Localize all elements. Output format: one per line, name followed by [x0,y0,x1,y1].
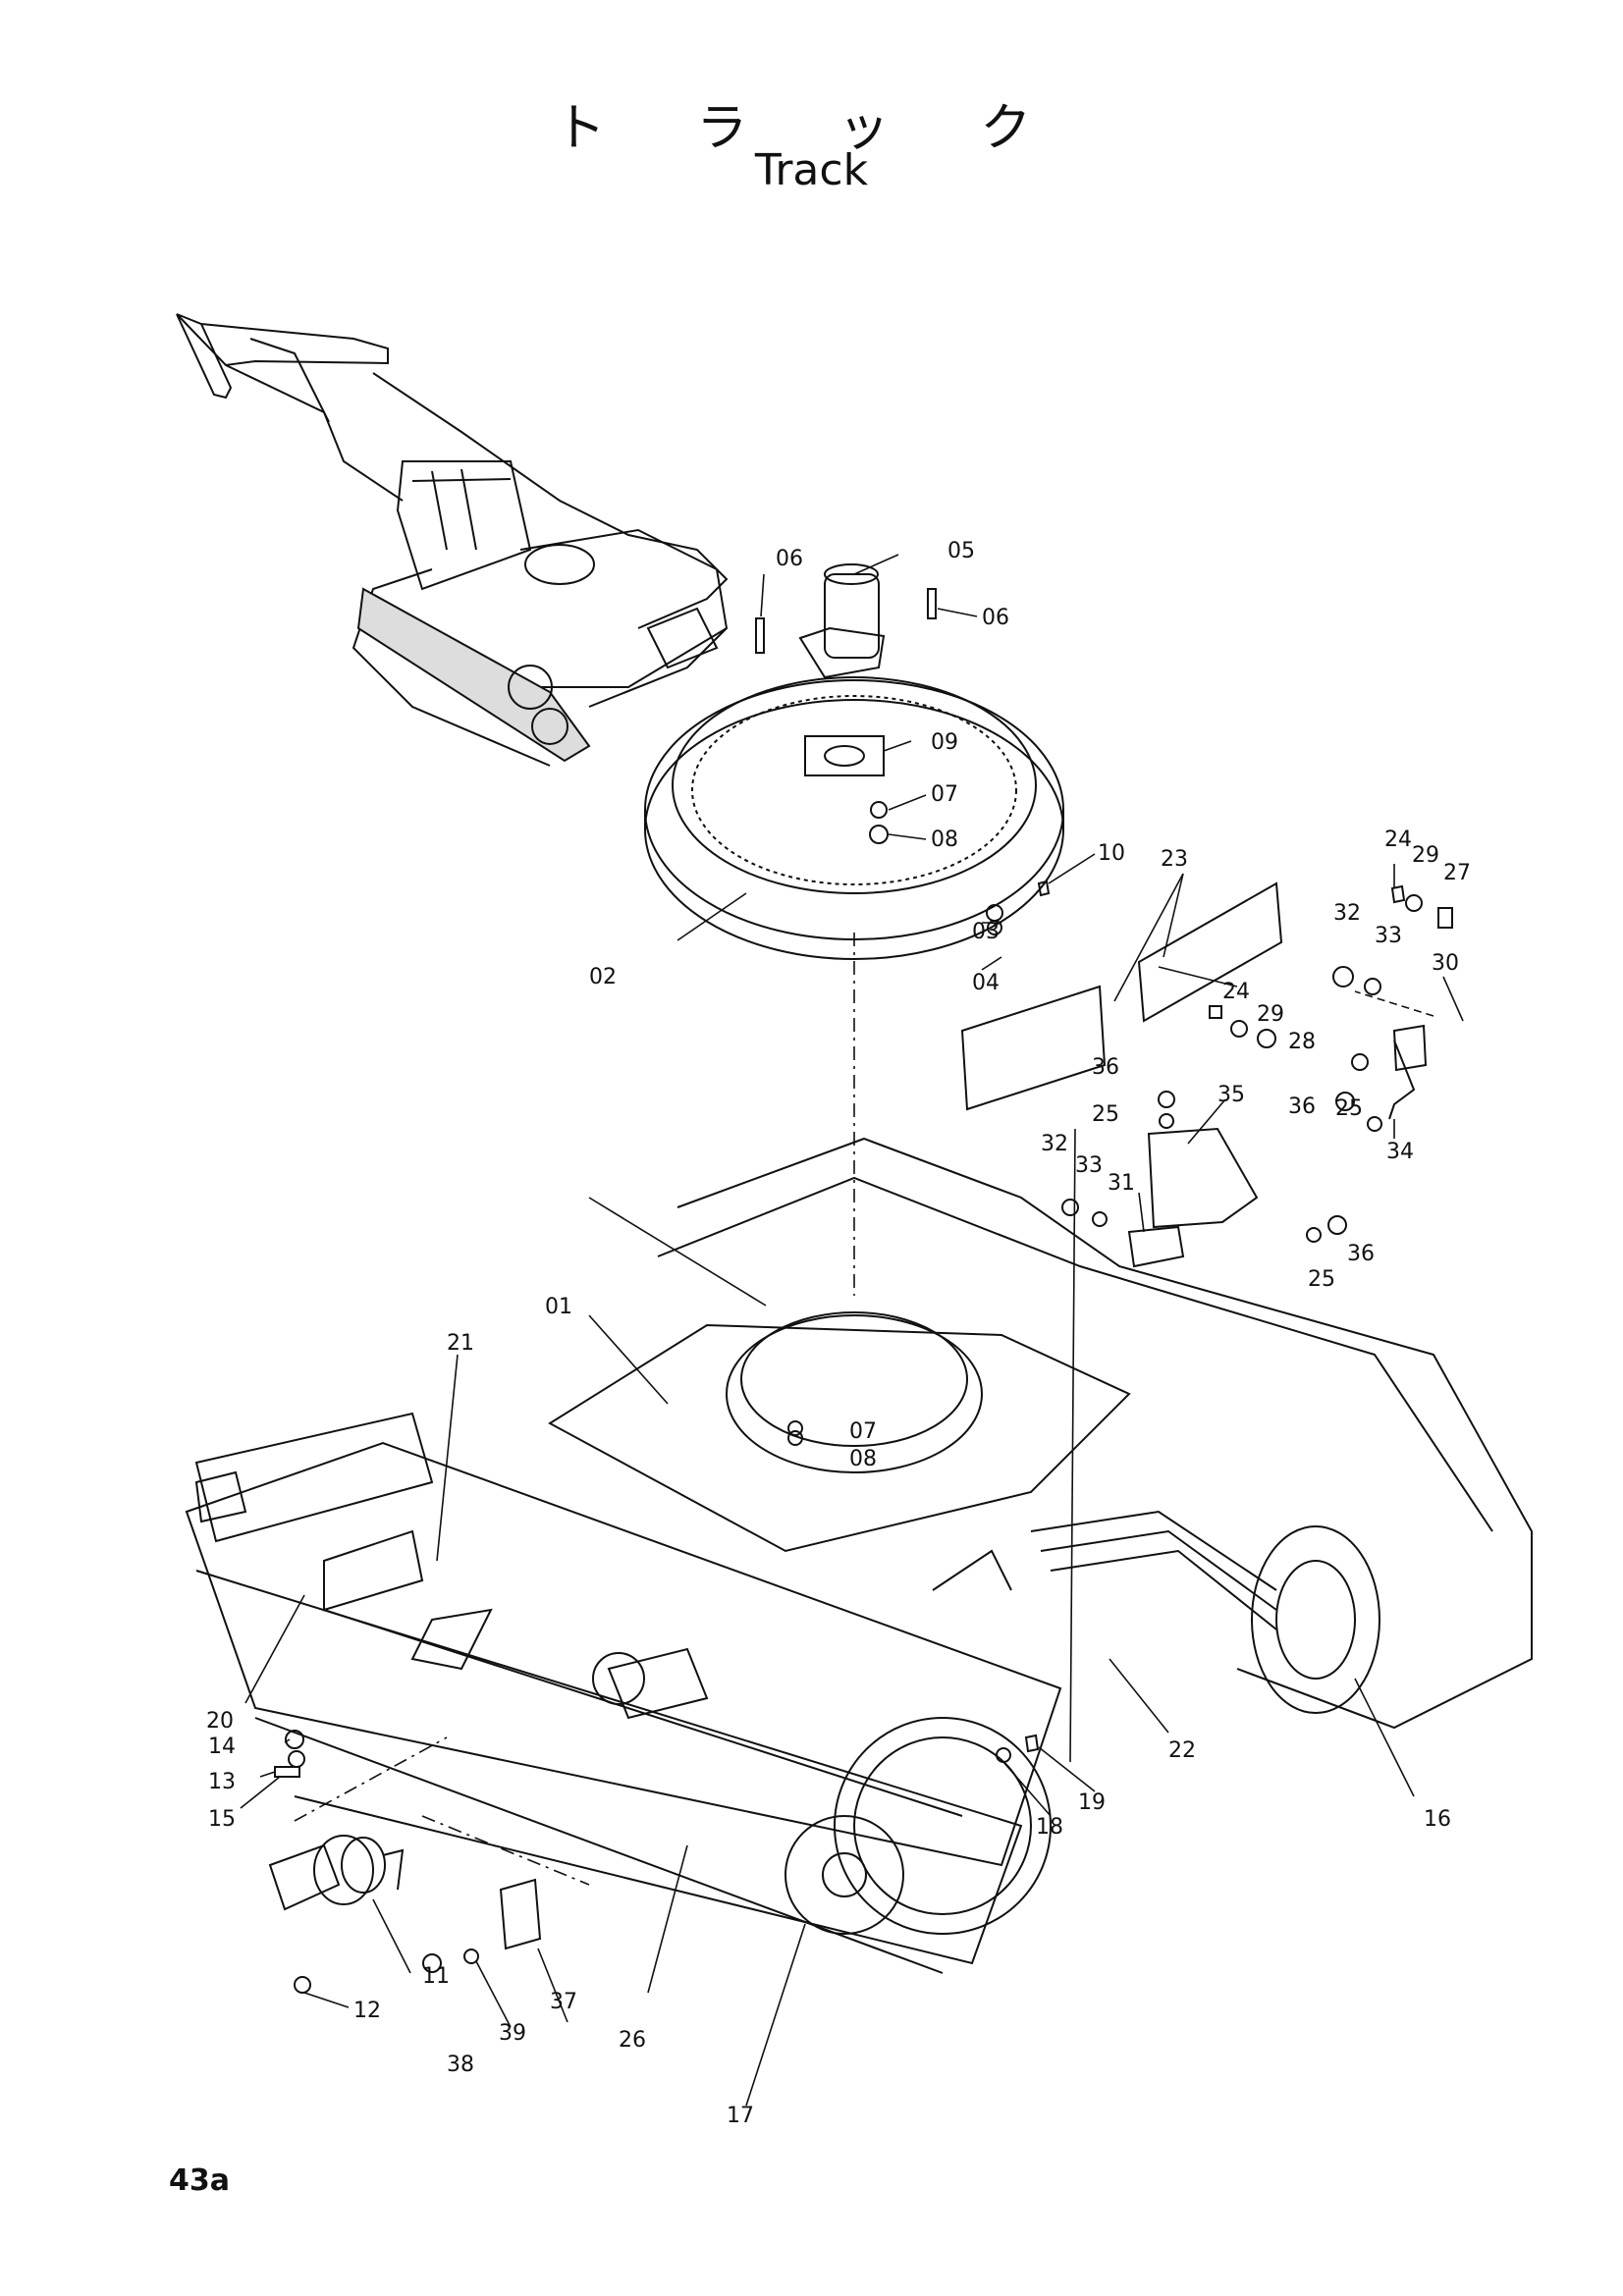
swing-motor [798,563,886,776]
bracket-35 [1147,1127,1259,1229]
callout-29-a: 29 [1412,843,1439,868]
callout-08-a: 08 [931,828,958,852]
callout-07-b: 07 [849,1419,877,1444]
upper-roller-11 [268,1835,405,1911]
callout-16: 16 [1424,1807,1451,1832]
bracket-31 [1127,1225,1185,1268]
callout-20: 20 [206,1709,234,1734]
callout-12: 12 [353,1999,381,2023]
title-japanese: ト ラ ッ ク [554,99,1069,158]
callout-09: 09 [931,730,958,755]
callout-37: 37 [550,1990,577,2014]
callout-32-a: 32 [1333,901,1361,926]
callout-15: 15 [208,1807,236,1832]
callout-03: 03 [972,920,1000,944]
callout-10: 10 [1098,841,1125,866]
callout-33-b: 33 [1075,1153,1103,1178]
callout-14: 14 [208,1735,236,1759]
plate-37 [499,1878,542,1950]
callout-32-b: 32 [1041,1132,1068,1156]
fasteners [274,801,1453,1994]
callout-06-a: 06 [776,547,803,571]
bolt-06-left [755,617,765,654]
callout-08-b: 08 [849,1447,877,1471]
callout-25-b: 25 [1335,1096,1363,1121]
title-english: Track [754,145,869,195]
callout-11: 11 [422,1964,450,1989]
callout-labels: 01 02 03 04 05 06 06 07 07 08 08 09 10 1… [206,539,1471,2128]
callout-29-b: 29 [1257,1002,1284,1027]
callout-02: 02 [589,965,617,989]
callout-06-b: 06 [982,606,1009,630]
callout-24-b: 24 [1222,980,1250,1004]
callout-27: 27 [1443,861,1471,885]
guard-plate-23-left [960,985,1107,1111]
callout-21: 21 [447,1331,474,1356]
callout-01: 01 [545,1295,572,1319]
callout-36-b: 36 [1288,1095,1316,1119]
callout-36-c: 36 [1347,1242,1375,1266]
callout-17: 17 [727,2104,754,2128]
callout-18: 18 [1036,1815,1063,1840]
callout-36-a: 36 [1092,1055,1119,1080]
callout-25-a: 25 [1092,1102,1119,1127]
callout-33-a: 33 [1375,924,1402,948]
callout-35: 35 [1217,1083,1245,1107]
callout-19: 19 [1078,1790,1106,1815]
callout-24-a: 24 [1384,828,1412,852]
page-number: 43a [169,2163,230,2198]
bracket-30 [1392,1024,1428,1072]
callout-04: 04 [972,971,1000,995]
guard-plate-23-right [1137,881,1283,1023]
callout-23: 23 [1161,847,1188,872]
callout-31: 31 [1108,1171,1135,1196]
track-frame-and-crawlers [185,1137,1533,1974]
callout-05: 05 [947,539,975,563]
callout-13: 13 [208,1770,236,1794]
callout-22: 22 [1168,1738,1196,1763]
callout-39: 39 [499,2021,526,2046]
callout-28: 28 [1288,1030,1316,1054]
callout-34: 34 [1386,1140,1414,1164]
leader-lines [240,554,1464,2107]
callout-07-a: 07 [931,782,958,807]
bracket-34 [1388,1040,1416,1120]
callout-25-c: 25 [1308,1267,1335,1292]
callout-30: 30 [1432,951,1459,976]
bolt-06-right [927,588,937,619]
callout-26: 26 [619,2028,646,2053]
callout-38: 38 [447,2053,474,2077]
excavator-overview-illustration [176,313,729,767]
